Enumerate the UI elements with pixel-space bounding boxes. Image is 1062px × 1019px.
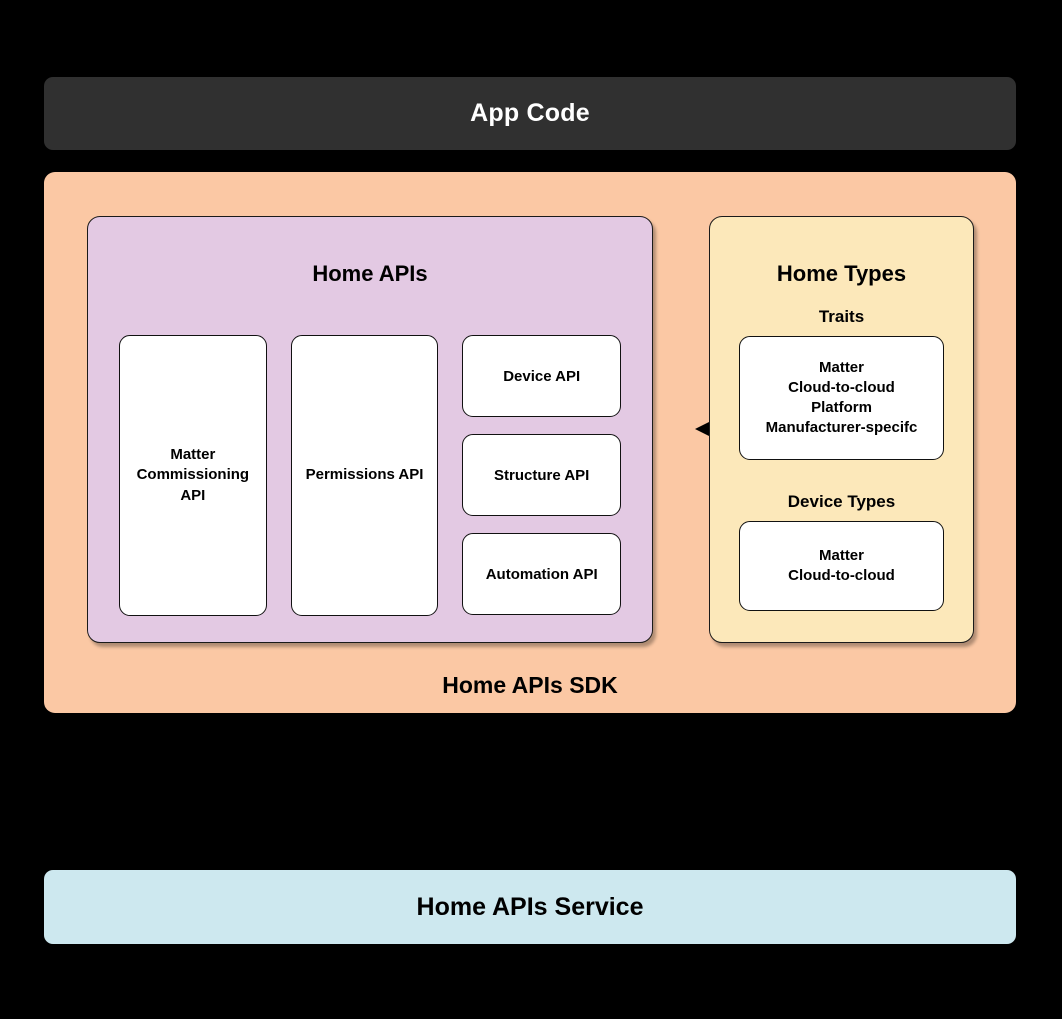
home-apis-service-label: Home APIs Service <box>416 892 644 921</box>
home-apis-service-block: Home APIs Service <box>44 870 1016 944</box>
device-types-item: Cloud-to-cloud <box>788 567 895 584</box>
traits-item: Cloud-to-cloud <box>788 378 895 396</box>
device-types-heading: Device Types <box>787 492 896 511</box>
traits-item: Platform <box>811 399 872 416</box>
app-code-block: App Code <box>44 77 1016 150</box>
device-types-item: Matter <box>818 546 864 564</box>
device-types-box: Matter Cloud-to-cloud <box>739 521 944 611</box>
api-stack: Device API Structure API Automation API <box>462 335 622 616</box>
permissions-api-box: Permissions API <box>290 335 439 616</box>
home-apis-title: Home APIs <box>312 261 428 286</box>
home-types-panel: Home Types Traits Matter Cloud-to-cloud … <box>709 216 974 643</box>
traits-heading: Traits <box>818 307 865 326</box>
app-code-label: App Code <box>470 99 590 127</box>
device-api-box: Device API <box>462 335 622 417</box>
traits-item: Matter <box>818 358 864 376</box>
traits-box: Matter Cloud-to-cloud Platform Manufactu… <box>739 336 944 460</box>
home-types-title: Home Types <box>776 261 907 286</box>
home-apis-sdk-label: Home APIs SDK <box>442 672 618 698</box>
matter-commissioning-api-box: Matter Commissioning API <box>119 335 267 616</box>
automation-api-box: Automation API <box>462 533 622 615</box>
structure-api-box: Structure API <box>462 434 622 516</box>
home-apis-boxes: Matter Commissioning API Permissions API… <box>119 335 622 616</box>
home-apis-sdk-container: Home APIs Matter Commissioning API Permi… <box>44 172 1016 713</box>
home-apis-panel: Home APIs Matter Commissioning API Permi… <box>87 216 653 643</box>
traits-item: Manufacturer-specifc <box>765 419 918 437</box>
